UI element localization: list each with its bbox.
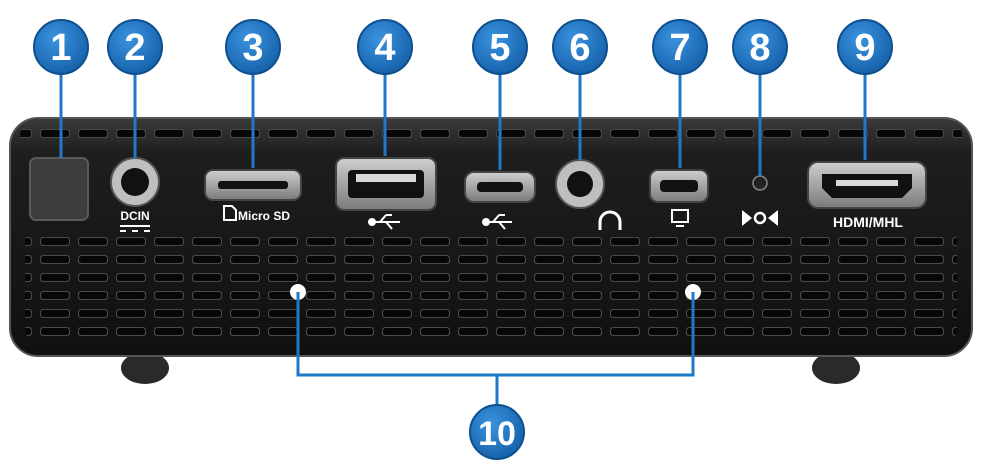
callout-markers: 1 2 3 4 5 6 7 8 9 10 [33,19,893,460]
micro-sd-label: Micro SD [238,209,290,223]
callout-7: 7 [652,19,708,75]
callout-9: 9 [837,19,893,75]
callout-number-3: 3 [242,27,263,69]
callout-number-6: 6 [569,27,590,69]
callout-circle-2 [107,19,163,75]
callout-number-5: 5 [489,27,510,69]
callout-2: 2 [107,19,163,75]
callout-circle-3 [225,19,281,75]
headphone-icon [598,210,622,230]
callout-circle-5 [472,19,528,75]
ir-receiver [752,175,768,191]
callout-6: 6 [552,19,608,75]
callout-number-7: 7 [669,27,690,69]
callout-circle-6 [552,19,608,75]
callout-circle-4 [357,19,413,75]
callout-number-2: 2 [124,27,145,69]
dc-in-port-center [121,168,149,196]
leader-lines [59,73,867,405]
callout-number-4: 4 [374,27,395,69]
callout-number-10: 10 [478,415,516,453]
right-foot [812,352,860,384]
headphone-jack-hole [567,171,593,197]
ir-sensor-icon [742,210,778,226]
usb-port-tongue [356,174,416,182]
callout-5: 5 [472,19,528,75]
callout-3: 3 [225,19,281,75]
mini-display-opening [660,180,698,192]
callout-circle-7 [652,19,708,75]
speaker-grille [25,230,957,340]
callout-circle-8 [732,19,788,75]
callout-circle-10 [469,404,525,460]
callout-1: 1 [33,19,89,75]
hdmi-label: HDMI/MHL [833,214,903,230]
usb-icon [368,214,400,230]
callout-number-9: 9 [854,27,875,69]
callout-10: 10 [469,404,525,460]
hdmi-tongue [836,180,898,186]
left-foot [121,352,169,384]
callout-number-8: 8 [749,27,770,69]
sd-card-icon [223,205,237,221]
speaker-bracket [296,292,695,405]
callout-number-1: 1 [50,27,71,69]
callout-4: 4 [357,19,413,75]
power-button[interactable] [29,157,89,221]
usb-icon [482,214,512,230]
callout-circle-1 [33,19,89,75]
top-vent-strip [20,128,962,144]
dc-symbol-icon [120,225,150,232]
dc-in-label: DCIN [120,209,149,223]
callout-8: 8 [732,19,788,75]
callout-circle-9 [837,19,893,75]
micro-usb-opening [477,182,523,192]
display-icon [671,209,689,227]
micro-sd-slot-opening [218,181,288,189]
